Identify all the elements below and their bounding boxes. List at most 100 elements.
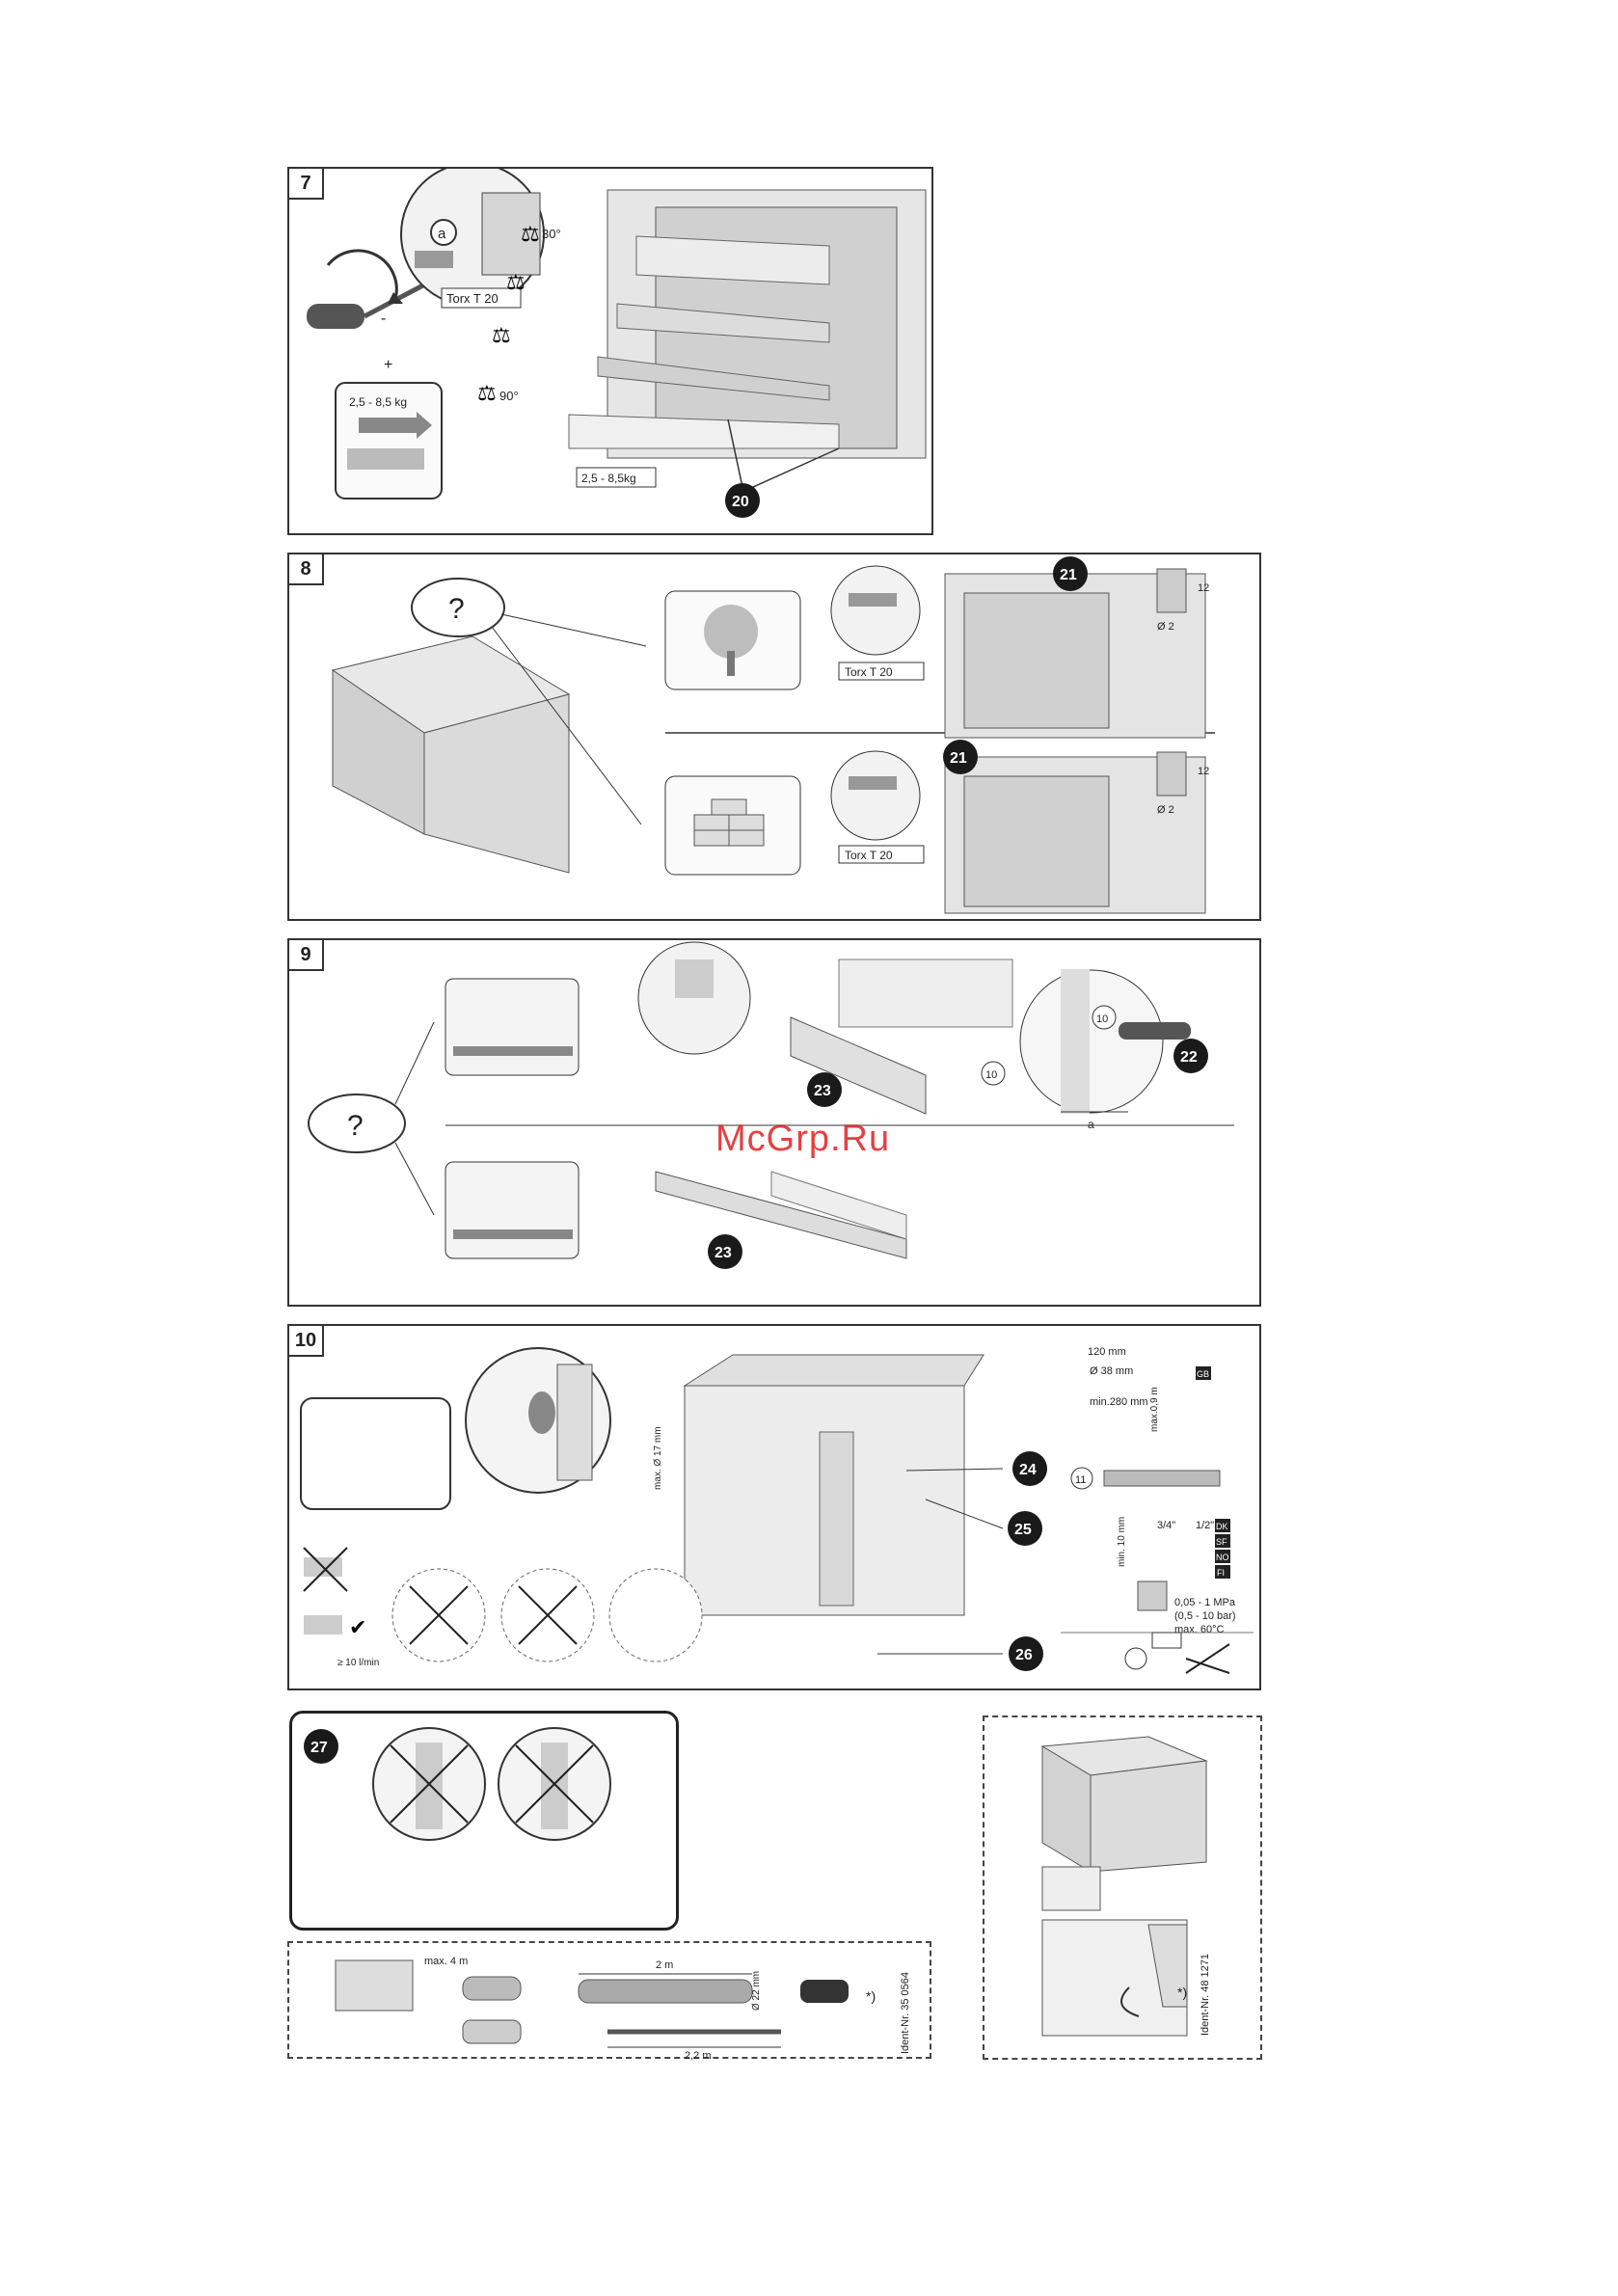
svg-text:SF: SF	[1216, 1537, 1227, 1547]
badge-23-top: 23	[807, 1072, 842, 1107]
minus-sign: -	[381, 311, 386, 327]
step-9-panel: 9 ? 10 23 10 22 a	[287, 938, 1261, 1307]
flow-label: ≥ 10 l/min	[337, 1658, 379, 1668]
hose-accessory-box: max. 4 m 2 m Ø 22 mm *) Ident-Nr. 35 056…	[287, 1941, 931, 2061]
circle-a-label: a	[438, 226, 446, 242]
svg-text:23: 23	[814, 1083, 831, 1099]
svg-text:NO: NO	[1216, 1553, 1229, 1562]
max-len: max. 4 m	[424, 1956, 468, 1967]
correct-install	[608, 1568, 703, 1662]
step-27-illustration: 27	[304, 1727, 611, 1841]
panel-ident: Ident-Nr. 48 1271	[1200, 1954, 1211, 2036]
circle-a-marker	[430, 219, 457, 246]
angle-90: 90°	[499, 389, 519, 403]
scale-icon: ⚖ ⚖ ⚖ ⚖	[477, 222, 540, 405]
svg-text:21: 21	[950, 750, 967, 767]
pressure-bar: (0,5 - 10 bar)	[1174, 1610, 1236, 1622]
country-gb: GB	[1197, 1369, 1209, 1379]
plug-icon	[1124, 1632, 1230, 1674]
step-9-number: 9	[289, 940, 324, 971]
svg-text:27: 27	[310, 1740, 328, 1756]
weight-range-label: 2,5 - 8,5 kg	[349, 395, 407, 409]
dim-min280: min.280 mm	[1090, 1396, 1148, 1408]
min-mm: min. 10 mm	[1117, 1517, 1127, 1567]
svg-text:⚖: ⚖	[492, 323, 511, 347]
svg-text:⚖: ⚖	[477, 381, 497, 405]
pressure: 0,05 - 1 MPa	[1174, 1597, 1236, 1608]
badge-25: 25	[1008, 1511, 1042, 1546]
panel-asterisk: *)	[1177, 1985, 1187, 2000]
blank-note-box	[300, 1397, 451, 1510]
svg-text:26: 26	[1015, 1647, 1033, 1663]
step-8-illustration: ? Torx T 20 21 Ø 2 12	[331, 556, 1215, 914]
dia-22: Ø 22 mm	[751, 1971, 762, 2011]
hose-accessory-illustration: max. 4 m 2 m Ø 22 mm *) Ident-Nr. 35 056…	[335, 1956, 911, 2061]
badge-23-bottom: 23	[708, 1234, 742, 1269]
step-7-illustration: - + a Torx T 20 2,5 - 8,5 kg ⚖ ⚖ ⚖ ⚖ 3	[307, 169, 927, 518]
badge-20: 20	[725, 483, 760, 518]
len-22m: 2,2 m	[685, 2050, 712, 2061]
brick-icon	[693, 798, 765, 847]
dia-bottom: Ø 2	[1157, 804, 1174, 816]
question-mark: ?	[347, 1110, 364, 1142]
hose-ident: Ident-Nr. 35 0564	[900, 1972, 911, 2054]
hose-segment	[462, 1976, 522, 2001]
step-9-illustration: ? 10 23 10 22 a	[308, 941, 1234, 1269]
torx-top: Torx T 20	[845, 665, 893, 679]
badge-22: 22	[1173, 1039, 1208, 1073]
angle-30: 30°	[542, 227, 561, 241]
svg-text:20: 20	[732, 494, 749, 510]
watermark-text: McGrp.Ru	[715, 1119, 891, 1159]
kitchen-thumb-top	[445, 978, 580, 1076]
question-cloud-icon	[411, 578, 505, 637]
tree-icon	[704, 605, 758, 659]
svg-text:⚖: ⚖	[506, 270, 526, 294]
question-cloud-icon	[308, 1094, 406, 1153]
circle-10-a: 10	[985, 1069, 997, 1081]
svg-text:21: 21	[1060, 567, 1077, 583]
badge-24: 24	[1012, 1451, 1047, 1486]
thread-12: 1/2"	[1196, 1520, 1214, 1531]
dia-top: Ø 2	[1157, 621, 1174, 633]
len-2m: 2 m	[656, 1959, 673, 1971]
step-8-panel: 8 ? Torx T 20 21	[287, 553, 1261, 921]
tap-ok-icon: ✔	[304, 1615, 366, 1639]
dim-max: max.0,9 m	[1149, 1387, 1160, 1432]
door-positions	[568, 235, 840, 449]
badge-21-top: 21	[1053, 556, 1088, 591]
circle-10-b: 10	[1096, 1013, 1108, 1025]
svg-text:DK: DK	[1216, 1522, 1228, 1531]
hose-asterisk: *)	[866, 1988, 876, 2004]
svg-text:✔: ✔	[349, 1615, 366, 1639]
circle-11: 11	[1075, 1474, 1086, 1486]
kitchen-thumb-bottom	[445, 1161, 580, 1259]
badge-26: 26	[1009, 1636, 1043, 1671]
thread-34: 3/4"	[1157, 1520, 1175, 1531]
step-10-panel: 10 max. Ø 17 mm 24 25 26 120 mm Ø 38 mm …	[287, 1324, 1261, 1690]
svg-text:22: 22	[1180, 1049, 1198, 1066]
svg-text:25: 25	[1014, 1522, 1032, 1538]
dim-120: 120 mm	[1088, 1346, 1126, 1358]
question-mark: ?	[448, 593, 465, 625]
torx-label: Torx T 20	[446, 291, 499, 306]
badge-21-bottom: 21	[943, 740, 978, 774]
max-mm-label: max. Ø 17 mm	[653, 1426, 663, 1490]
badge-27: 27	[304, 1729, 338, 1764]
panel-accessory-illustration: *) Ident-Nr. 48 1271	[1040, 1736, 1211, 2037]
country-code-list: DK SF NO FI	[1215, 1519, 1230, 1579]
screwdriver-icon	[1119, 1022, 1191, 1040]
step-8-number: 8	[289, 554, 324, 585]
dim-a: a	[1088, 1118, 1094, 1131]
step-10-number: 10	[289, 1326, 324, 1357]
svg-text:FI: FI	[1217, 1568, 1225, 1578]
step-27-box: 27	[289, 1711, 679, 1931]
dim-38: Ø 38 mm	[1090, 1365, 1133, 1377]
temp: max. 60°C	[1174, 1624, 1225, 1635]
step-7-panel: 7 - + a Torx T 20 2,5 - 8,5 kg	[287, 167, 933, 535]
svg-text:24: 24	[1019, 1462, 1037, 1478]
plus-sign: +	[384, 357, 392, 373]
svg-text:⚖: ⚖	[521, 222, 540, 246]
step-10-illustration: max. Ø 17 mm 24 25 26 120 mm Ø 38 mm min…	[300, 1346, 1254, 1674]
dim-top: 12	[1198, 582, 1209, 594]
panel-accessory-box: *) Ident-Nr. 48 1271	[983, 1715, 1262, 2060]
